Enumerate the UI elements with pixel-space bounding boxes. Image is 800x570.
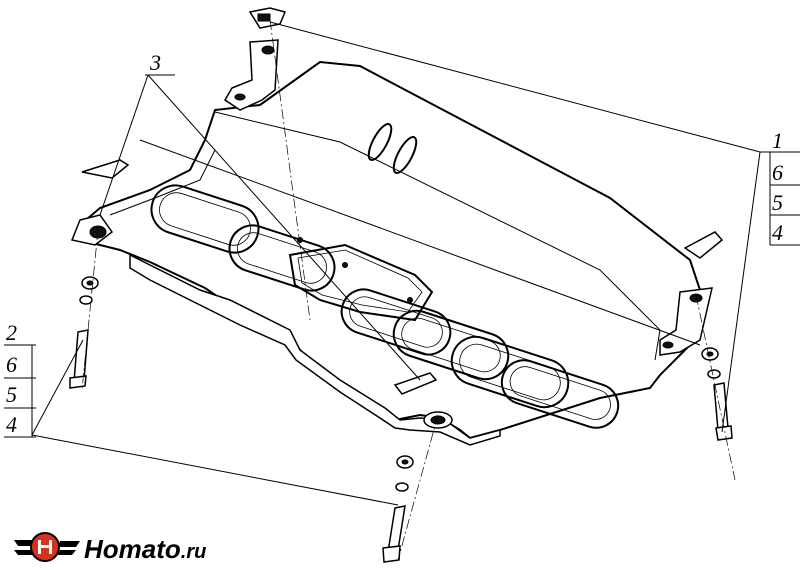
slot-holes <box>367 123 418 174</box>
callout-left-4: 4 <box>6 412 17 437</box>
bracket-top-clip <box>248 7 287 29</box>
callout-3-text: 3 <box>149 50 161 75</box>
bracket-left-clip <box>81 159 130 179</box>
cutout-5 <box>392 309 510 381</box>
cutout-2 <box>228 224 336 292</box>
cutout-7 <box>500 359 620 429</box>
cutout-6 <box>450 335 570 409</box>
callout-right-2: 6 <box>772 160 783 185</box>
fastener-center <box>382 455 414 563</box>
bracket-center-clip <box>393 372 438 395</box>
cutout-4 <box>340 288 452 356</box>
callout-right-4: 4 <box>772 220 783 245</box>
plate-lower-flange <box>129 253 501 446</box>
skid-plate-body <box>79 60 702 440</box>
bracket-center-mount <box>423 411 453 429</box>
fastener-right <box>701 347 733 441</box>
logo-text: Homato.ru <box>84 534 206 564</box>
plate-hole-dot <box>407 297 413 303</box>
bracket-right-clip <box>683 231 724 259</box>
center-lines <box>81 19 736 561</box>
logo-wing-icon <box>14 532 80 562</box>
callout-left-2: 6 <box>6 352 17 377</box>
callout-left-3: 5 <box>6 382 17 407</box>
plate-fold-line <box>214 111 661 361</box>
bracket-top <box>223 39 279 111</box>
plate-cutouts <box>150 184 620 429</box>
fastener-left <box>69 276 99 389</box>
plate-hole-dot <box>342 262 348 268</box>
callout-stack-right: 1 6 5 4 <box>760 128 800 246</box>
callout-left-1: 2 <box>6 320 17 345</box>
callout-right-3: 5 <box>772 190 783 215</box>
callout-3: 3 <box>145 50 175 76</box>
homato-logo: Homato.ru <box>14 532 206 564</box>
bracket-right <box>659 287 713 356</box>
leader-lines <box>31 21 761 506</box>
plate-hole-dot <box>297 237 303 243</box>
callout-stack-left: 2 6 5 4 <box>4 320 36 438</box>
callout-right-1: 1 <box>772 128 783 153</box>
